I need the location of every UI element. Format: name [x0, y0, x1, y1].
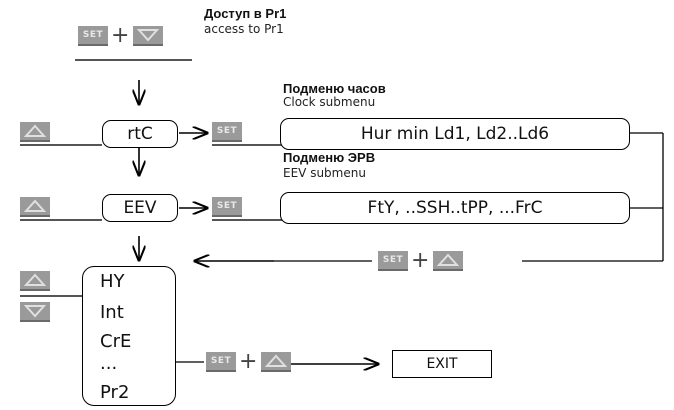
menu-box-rtc: rtC [102, 120, 178, 148]
eev-submenu-box: FtY, ..SSH..tPP, ...FrC [280, 192, 630, 224]
menu-label-rtc: rtC [127, 124, 153, 144]
param-item: CrE [100, 331, 132, 352]
set-key-label: SET [216, 201, 238, 211]
param-item: Pr2 [100, 382, 130, 403]
exit-box: EXIT [392, 350, 492, 378]
exit-label: EXIT [426, 356, 458, 372]
eev-submenu-text: FtY, ..SSH..tPP, ...FrC [367, 198, 543, 218]
up-key [20, 197, 50, 217]
clock-title-ru: Подменю часов [283, 81, 386, 96]
set-key-label: SET [382, 255, 404, 265]
set-key: SET [212, 122, 242, 142]
access-title-ru: Доступ в Pr1 [204, 6, 287, 21]
triangle-up-icon [24, 199, 46, 212]
up-key [20, 271, 50, 291]
triangle-up-icon [24, 124, 46, 137]
triangle-down-icon [24, 305, 46, 318]
set-key: SET [206, 352, 236, 372]
plus-sign: + [111, 23, 130, 48]
set-key: SET [212, 197, 242, 217]
param-item: HY [100, 271, 125, 292]
set-key: SET [378, 251, 408, 271]
clock-title-en: Clock submenu [283, 95, 376, 109]
up-key [261, 352, 291, 372]
clock-submenu-text: Hur min Ld1, Ld2..Ld6 [360, 124, 550, 144]
param-item: ... [100, 353, 118, 374]
triangle-up-icon [265, 354, 287, 367]
eev-title-ru: Подменю ЭРВ [283, 150, 376, 165]
set-key-label: SET [210, 356, 232, 366]
up-key [20, 122, 50, 142]
menu-box-eev: EEV [102, 194, 178, 222]
set-key: SET [78, 26, 108, 46]
up-key [433, 251, 463, 271]
menu-label-eev: EEV [123, 198, 157, 218]
plus-sign: + [411, 248, 430, 273]
param-list-box [82, 266, 176, 406]
triangle-down-icon [137, 29, 159, 42]
param-item: Int [100, 302, 124, 323]
clock-submenu-box: Hur min Ld1, Ld2..Ld6 [280, 118, 630, 150]
eev-title-en: EEV submenu [283, 166, 366, 180]
triangle-up-icon [24, 273, 46, 286]
access-title-en: access to Pr1 [204, 22, 284, 36]
triangle-up-icon [437, 253, 459, 266]
down-key [20, 302, 50, 322]
set-key-label: SET [216, 126, 238, 136]
plus-sign: + [239, 349, 258, 374]
down-key [133, 26, 163, 46]
set-key-label: SET [82, 30, 104, 40]
